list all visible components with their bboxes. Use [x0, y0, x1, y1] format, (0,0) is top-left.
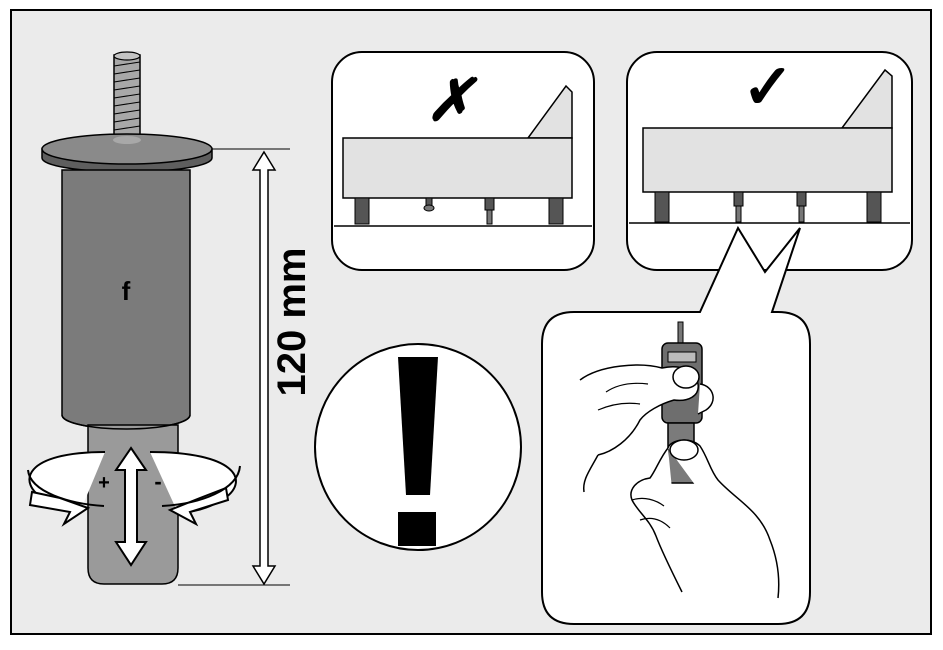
plus-sign: + — [98, 472, 110, 494]
zoom-callout — [541, 225, 811, 625]
cross-icon: ✗ — [426, 68, 478, 133]
threaded-bolt — [113, 51, 141, 144]
height-dimension-label: 120 mm — [270, 248, 314, 397]
height-dimension: 120 mm — [178, 148, 314, 586]
dimension-arrow-icon — [251, 150, 277, 586]
hand-lower — [630, 439, 780, 599]
exclamation-icon — [398, 357, 438, 546]
rotate-arrow-icon — [27, 451, 241, 527]
double-arrow-vertical-icon — [114, 446, 148, 567]
correct-example-panel: ✓ — [626, 51, 913, 271]
minus-sign: - — [154, 469, 161, 494]
furniture-leg: f + - — [27, 51, 241, 585]
hand-upper — [579, 364, 714, 493]
leg-flange — [41, 133, 213, 173]
warning-circle — [314, 343, 522, 551]
wrong-example-panel: ✗ — [331, 51, 595, 271]
checkmark-icon: ✓ — [742, 53, 794, 122]
part-letter-label: f — [122, 276, 131, 306]
